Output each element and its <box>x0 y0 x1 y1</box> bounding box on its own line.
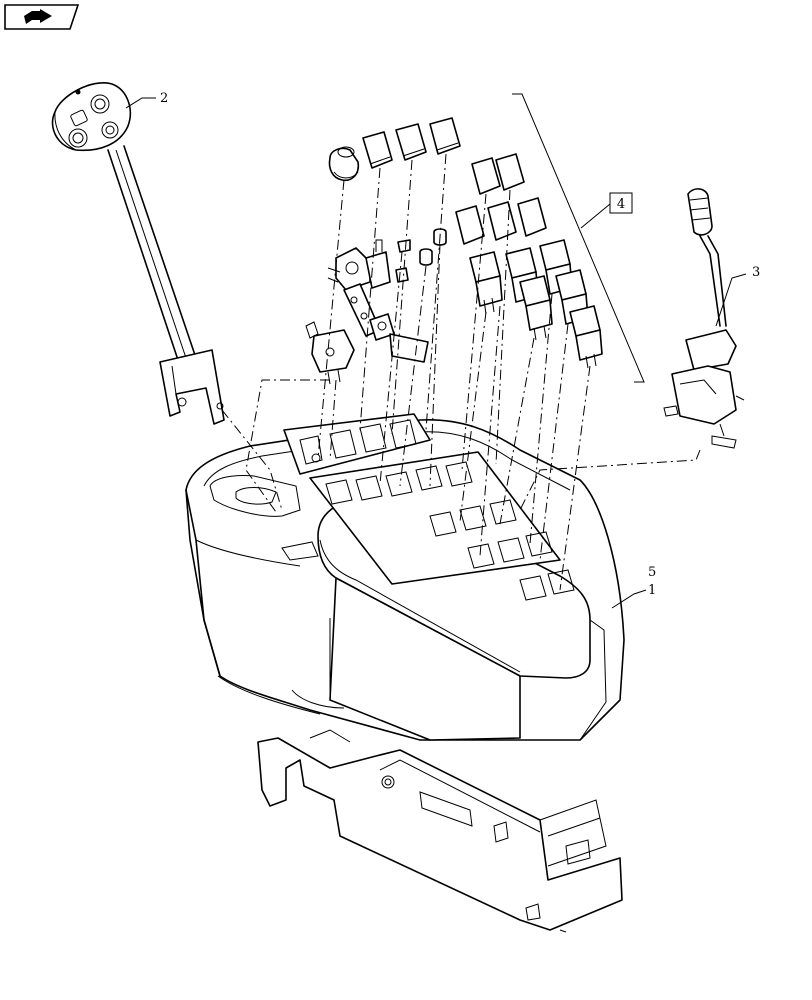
mounting-bracket <box>257 729 623 933</box>
callout-3-label: 3 <box>752 265 760 280</box>
callout-4-label: 4 <box>617 197 625 212</box>
assembly-lines <box>221 153 701 591</box>
shift-lever <box>663 188 745 449</box>
callout-5-label: 5 <box>648 565 656 580</box>
next-page-button[interactable] <box>4 4 80 30</box>
joystick-handle-arm <box>51 82 225 425</box>
knob-cap <box>328 146 360 182</box>
rocker-switch-bodies <box>469 239 603 369</box>
switch-mechanism <box>327 239 429 363</box>
callout-1-label: 1 <box>648 583 656 598</box>
callout-leaders <box>125 97 747 609</box>
group-bracket-4 <box>512 93 645 383</box>
microswitch <box>305 321 355 385</box>
switch-panel-frame <box>283 413 575 601</box>
switch-cap-set-b <box>455 153 547 245</box>
callout-4: 4 <box>609 192 633 214</box>
switch-cap-set-a <box>362 117 461 169</box>
next-page-arrow-icon <box>24 9 52 24</box>
callout-2-label: 2 <box>160 91 168 106</box>
